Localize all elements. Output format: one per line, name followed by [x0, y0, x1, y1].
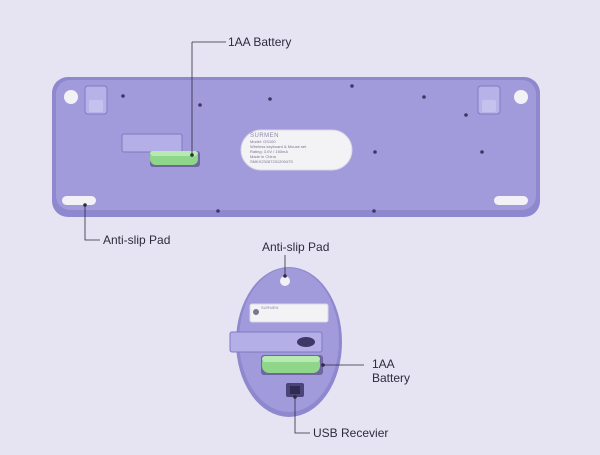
mouse-switch-cover — [229, 331, 323, 353]
keyboard-pad-top-left — [64, 90, 78, 104]
keyboard-pad-top-right — [514, 90, 528, 104]
keyboard-label-line3: Rating: 3.0V / 150mA — [250, 149, 289, 154]
keyboard-battery-compartment — [121, 133, 200, 167]
keyboard-antislip-pad-left — [62, 196, 96, 205]
callout-keyboard-battery: 1AA Battery — [228, 35, 292, 49]
keyboard-label-sticker — [240, 129, 353, 171]
callout-mouse-battery: 1AA Battery — [372, 357, 410, 385]
callout-mouse-antislip: Anti-slip Pad — [262, 240, 330, 254]
callout-usb-receiver: USB Recevier — [313, 426, 389, 440]
keyboard-label-serial: SMKX2328723120047S — [250, 159, 293, 164]
keyboard-label-line4: Made in China — [250, 154, 276, 159]
keyboard-right-foot — [477, 85, 501, 115]
callout-mouse-battery-line1: 1AA — [372, 357, 395, 371]
mouse-label-brand: SURMEN — [261, 305, 279, 310]
keyboard-antislip-pad-right — [494, 196, 528, 205]
keyboard-left-foot — [84, 85, 108, 115]
keyboard-label-model: Model: GS100 — [250, 139, 276, 144]
mouse-underside — [229, 267, 342, 417]
leader-keyboard-antislip — [84, 205, 100, 241]
keyboard-screw-holes — [121, 84, 484, 213]
mouse-antislip-pad-top — [280, 276, 290, 286]
callout-lines — [84, 41, 364, 434]
callout-keyboard-antislip: Anti-slip Pad — [103, 233, 171, 247]
keyboard-label-brand: SURMEN — [250, 133, 280, 139]
callout-mouse-battery-line2: Battery — [372, 371, 411, 385]
keyboard-underside — [52, 77, 540, 217]
mouse-label-sticker — [249, 303, 329, 323]
leader-usb-receiver — [294, 397, 310, 434]
keyboard-label-line2: Wireless keyboard & Mouse set — [250, 144, 307, 149]
keyboard-label-text: SURMEN Model: GS100 Wireless keyboard & … — [250, 133, 345, 164]
